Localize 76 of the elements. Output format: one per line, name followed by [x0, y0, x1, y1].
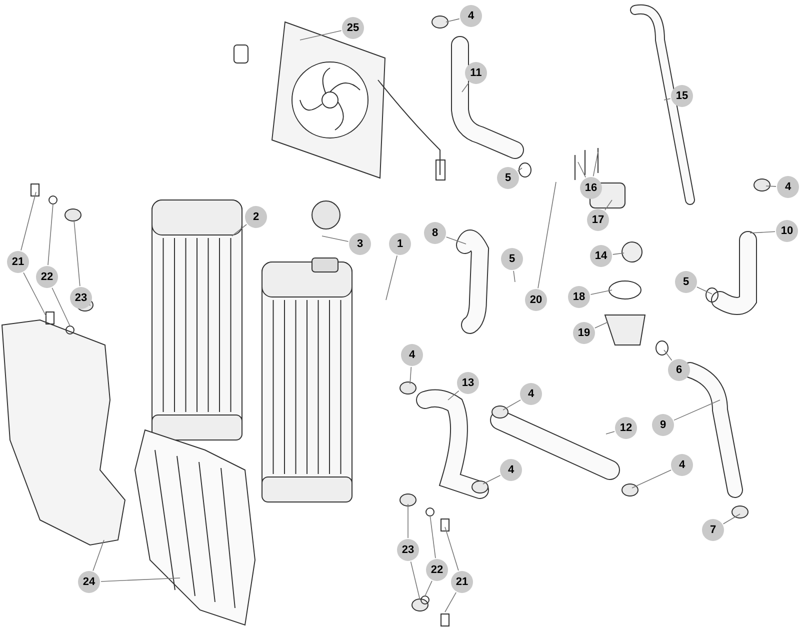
- leader-line: [750, 231, 776, 234]
- leader-line: [674, 400, 720, 421]
- callout-number: 15: [671, 85, 693, 107]
- callout-number: 19: [573, 322, 595, 344]
- callout-number: 4: [777, 176, 799, 198]
- callout-number: 10: [776, 220, 798, 242]
- leader-line: [300, 30, 342, 40]
- leader-line: [446, 236, 466, 244]
- leader-line: [722, 514, 740, 524]
- callout-number: 4: [520, 383, 542, 405]
- callout-number: 16: [580, 177, 602, 199]
- leader-line: [446, 18, 460, 22]
- leader-line: [590, 290, 612, 295]
- leader-line: [322, 236, 349, 242]
- callout-number: 5: [675, 271, 697, 293]
- leader-line: [612, 252, 624, 255]
- leader-line: [502, 400, 521, 410]
- leader-line: [410, 366, 412, 384]
- leader-line: [696, 286, 712, 294]
- leader-line: [592, 152, 598, 177]
- callout-number: 8: [424, 222, 446, 244]
- leader-line: [430, 514, 436, 558]
- leader-line: [482, 474, 501, 484]
- leader-line: [578, 162, 586, 178]
- callout-number: 3: [349, 233, 371, 255]
- callout-number: 9: [652, 414, 674, 436]
- leader-line: [664, 350, 672, 361]
- leader-line: [232, 224, 247, 236]
- leader-line: [594, 322, 608, 328]
- callout-number: 17: [587, 209, 609, 231]
- leader-line: [632, 470, 672, 488]
- leader-line: [517, 168, 522, 172]
- callout-number: 1: [389, 233, 411, 255]
- callout-number: 24: [78, 571, 100, 593]
- callout-number: 11: [465, 62, 487, 84]
- callout-number: 5: [501, 248, 523, 270]
- callout-number: 4: [671, 454, 693, 476]
- callout-number: 12: [615, 417, 637, 439]
- leader-line: [23, 272, 46, 316]
- callout-number: 4: [401, 344, 423, 366]
- callout-number: 25: [342, 17, 364, 39]
- callout-number: 4: [460, 5, 482, 27]
- leader-line: [424, 580, 432, 596]
- callout-number: 23: [70, 287, 92, 309]
- leader-line: [448, 390, 460, 400]
- callout-number: 21: [451, 571, 473, 593]
- callout-number: 2: [245, 206, 267, 228]
- callout-number: 20: [525, 289, 547, 311]
- leader-line: [444, 526, 459, 571]
- leader-line: [766, 186, 776, 187]
- leader-line: [606, 431, 615, 434]
- callout-number: 23: [397, 539, 419, 561]
- leader-line: [92, 540, 104, 572]
- callout-number: 6: [668, 359, 690, 381]
- leader-line: [74, 220, 80, 286]
- leader-line: [20, 192, 36, 251]
- callout-number: 14: [590, 245, 612, 267]
- leader-line: [664, 98, 671, 100]
- leader-line: [444, 592, 456, 612]
- leader-line: [604, 200, 612, 211]
- leader-line: [386, 255, 398, 300]
- callout-number: 4: [500, 459, 522, 481]
- leader-line: [48, 204, 54, 266]
- callout-number: 13: [457, 372, 479, 394]
- leader-line: [538, 182, 556, 289]
- callout-number: 7: [702, 519, 724, 541]
- callout-number: 22: [426, 559, 448, 581]
- leader-line: [410, 561, 420, 600]
- callout-number: 21: [7, 251, 29, 273]
- leader-line: [100, 578, 180, 582]
- leader-line: [462, 82, 470, 92]
- leader-line: [513, 270, 516, 282]
- callout-number: 5: [497, 167, 519, 189]
- callout-number: 22: [36, 266, 58, 288]
- leader-line: [52, 287, 70, 326]
- callout-number: 18: [568, 286, 590, 308]
